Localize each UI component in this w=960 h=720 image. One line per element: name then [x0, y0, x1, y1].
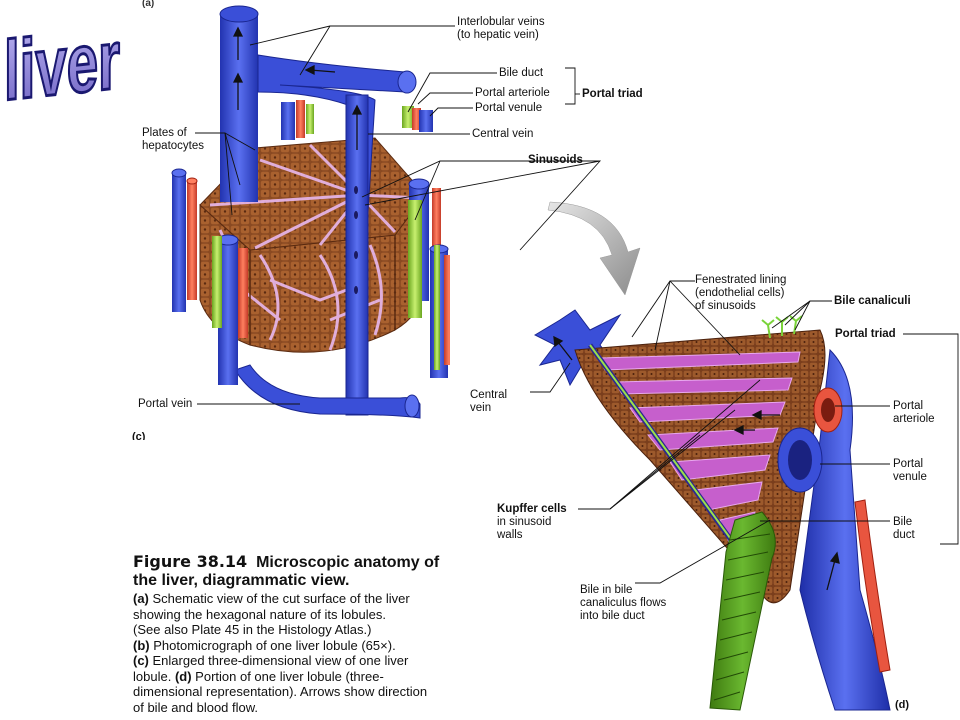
label-fenestrated-lining: Fenestrated lining (endothelial cells) o…	[695, 274, 787, 312]
label-portal-venule: Portal venule	[475, 102, 543, 114]
panel-c-lobule-diagram: (a)	[132, 0, 450, 440]
label-portal-triad: Portal triad	[582, 88, 643, 100]
label-interlobular-veins: Interlobular veins (to hepatic vein)	[457, 16, 545, 41]
figure-caption: Figure 38.14 Microscopic anatomy of the …	[133, 553, 493, 715]
label-bile-flow: Bile in bile canaliculus flows into bile…	[580, 584, 667, 622]
bile-duct-d	[709, 511, 776, 711]
label-plates-of-hepatocytes: Plates of hepatocytes	[142, 127, 205, 152]
label-portal-arteriole: Portal arteriole	[475, 87, 550, 99]
label-kupffer-cells: Kupffer cells in sinusoid walls	[497, 503, 567, 541]
portal-triad-d	[777, 348, 891, 711]
label-sinusoids: Sinusoids	[528, 154, 583, 166]
flow-arrows-d	[553, 335, 840, 591]
label-bile-duct-d: Bile duct	[893, 516, 915, 541]
portal-triad-top	[281, 100, 433, 140]
label-portal-venule-d: Portal venule	[893, 458, 927, 483]
figure-caption-items: (a) Schematic view of the cut surface of…	[133, 591, 428, 715]
portal-triad-right	[408, 178, 450, 378]
label-central-vein: Central vein	[472, 128, 534, 140]
portal-vein-tube	[234, 364, 421, 419]
label-bile-duct: Bile duct	[499, 67, 544, 79]
flow-arrows	[232, 26, 363, 150]
panel-a-letter: (a)	[142, 0, 154, 9]
panel-d-letter: (d)	[895, 699, 909, 711]
label-portal-triad-d: Portal triad	[835, 328, 896, 340]
label-bile-canaliculi: Bile canaliculi	[834, 295, 911, 307]
zoom-arrow	[547, 201, 641, 296]
label-central-vein-d: Central vein	[470, 389, 508, 414]
bile-duct-rings	[713, 533, 771, 701]
liver-title-wordart: liver	[3, 11, 122, 120]
central-vein-openings	[354, 186, 358, 294]
label-portal-vein: Portal vein	[138, 398, 193, 410]
panel-c-letter: (c)	[132, 431, 146, 440]
liver-title-text: liver	[4, 12, 120, 118]
portal-triad-left-front	[171, 168, 248, 385]
label-portal-arteriole-d: Portal arteriole	[893, 400, 935, 425]
figure-title: Figure 38.14 Microscopic anatomy of the …	[133, 552, 440, 590]
panel-d-wedge-diagram: (d)	[533, 309, 909, 711]
